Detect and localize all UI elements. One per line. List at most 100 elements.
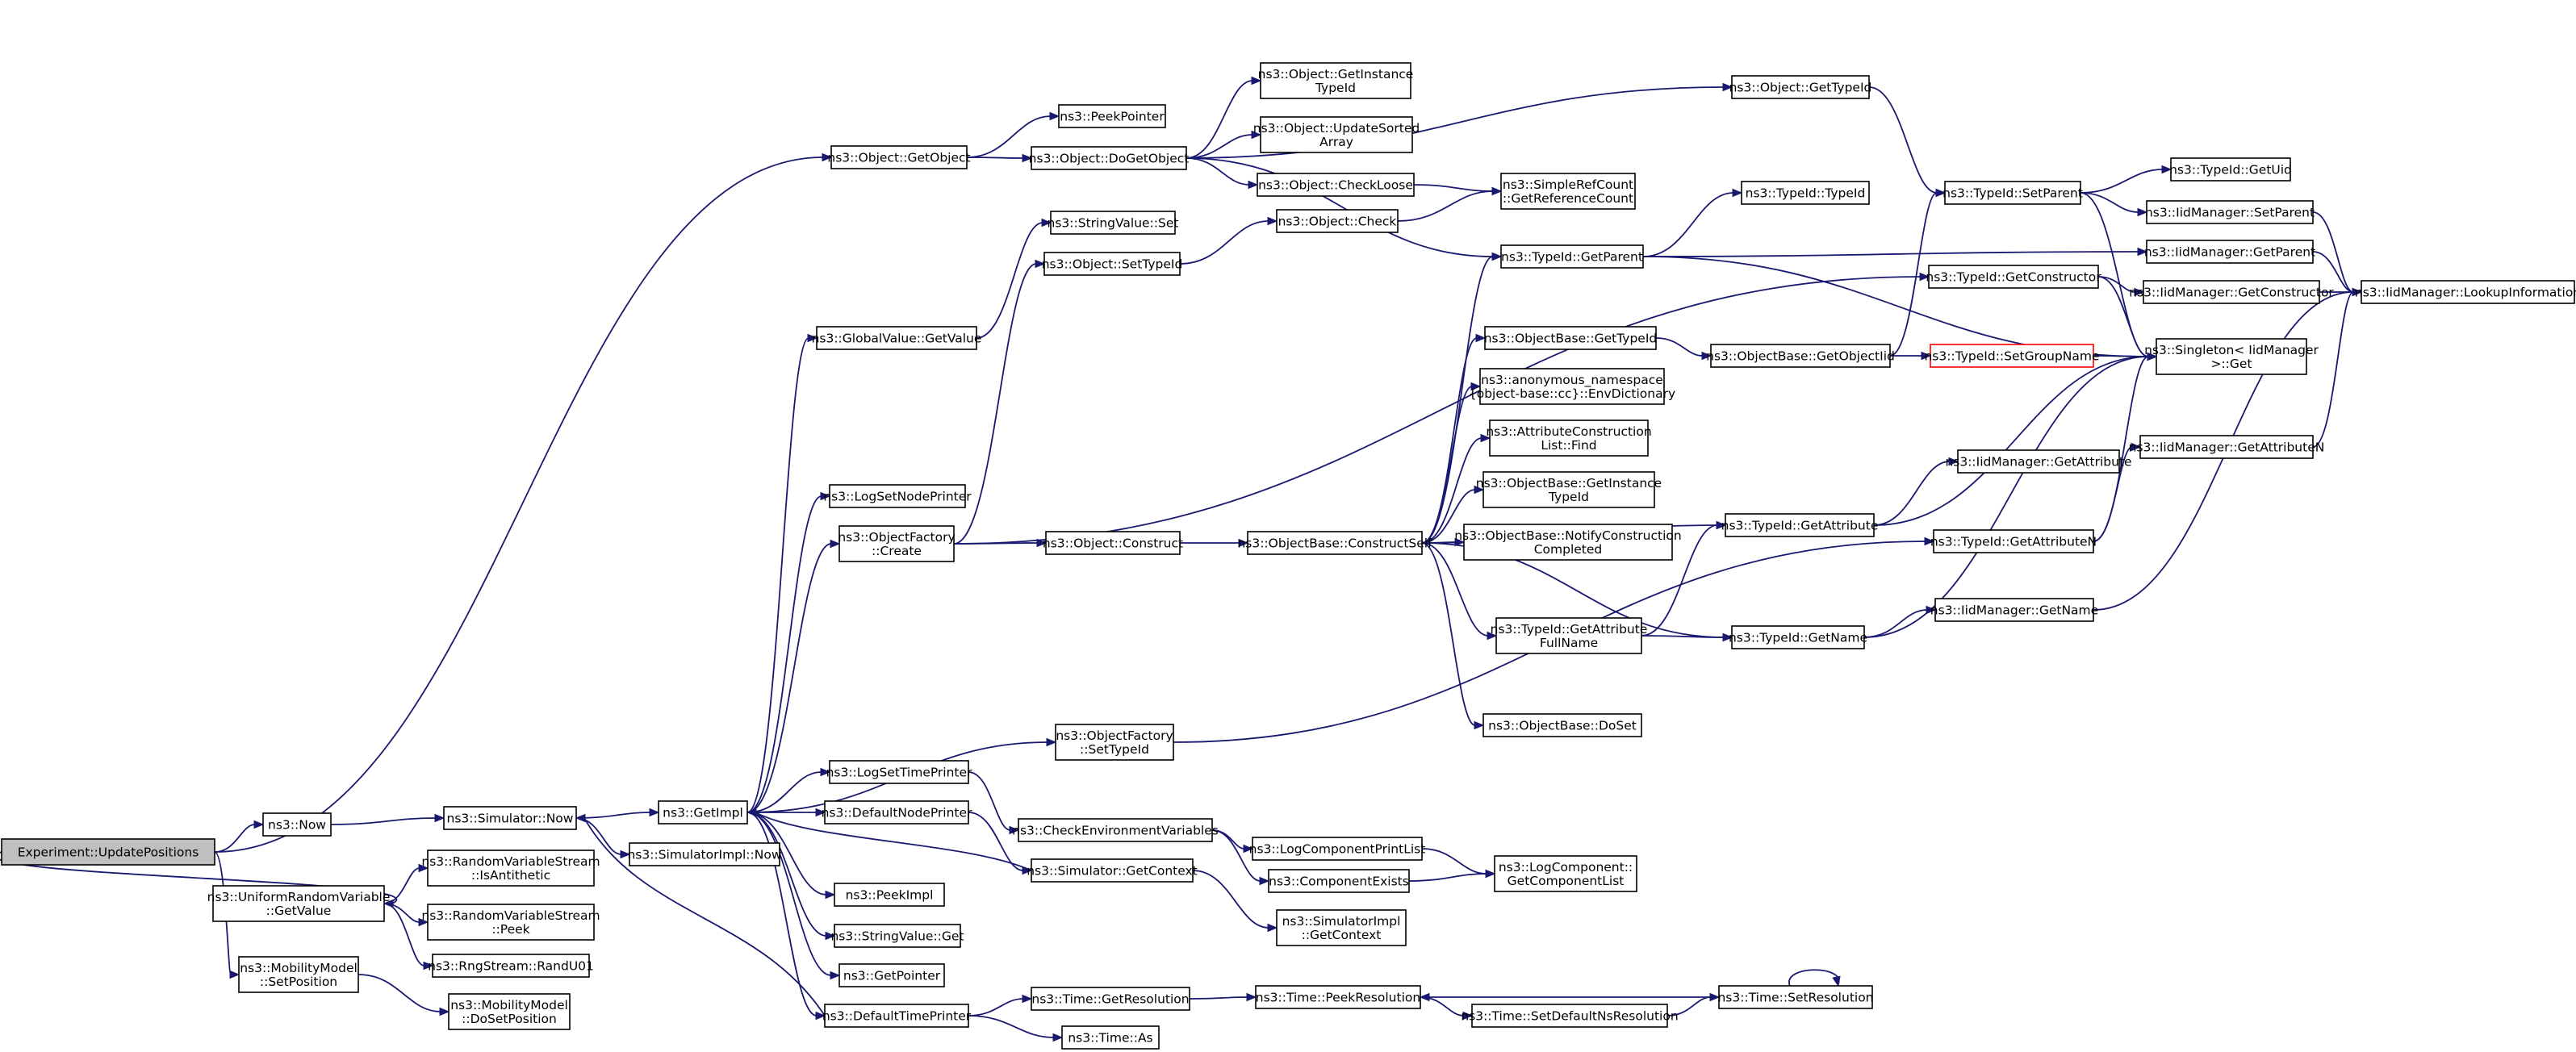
edge-arrowhead: [1251, 76, 1262, 86]
node-stringvalue_get[interactable]: ns3::StringValue::Get: [830, 924, 964, 948]
node-typeid_typeid[interactable]: ns3::TypeId::TypeId: [1741, 181, 1870, 205]
node-iid_getparent[interactable]: ns3::IidManager::GetParent: [2144, 240, 2315, 264]
node-object_settypeid[interactable]: ns3::Object::SetTypeId: [1042, 252, 1183, 276]
node-constructself[interactable]: ns3::ObjectBase::ConstructSelf: [1237, 531, 1432, 555]
node-randu01[interactable]: ns3::RngStream::RandU01: [428, 954, 594, 978]
node-logsettimeprinter[interactable]: ns3::LogSetTimePrinter: [826, 760, 972, 784]
edge-objectfactory_create-to-object_settypeid: [953, 259, 1046, 545]
node-object_gettypeid[interactable]: ns3::Object::GetTypeId: [1729, 75, 1872, 99]
edge-line: [1889, 192, 1938, 357]
node-notifyconstruction[interactable]: ns3::ObjectBase::NotifyConstructionCompl…: [1454, 524, 1682, 561]
node-label: ns3::Simulator::Now: [447, 812, 574, 826]
node-isantithetic[interactable]: ns3::RandomVariableStream::IsAntithetic: [421, 850, 600, 887]
edge-line: [383, 903, 420, 923]
edge-root-to-getobject: [214, 152, 833, 853]
node-typeid_getparent[interactable]: ns3::TypeId::GetParent: [1500, 244, 1644, 269]
edge-arrowhead: [830, 539, 841, 549]
node-label: ns3::IidManager::GetAttributeN: [2129, 440, 2325, 455]
node-rvs_peek[interactable]: ns3::RandomVariableStream::Peek: [421, 904, 600, 941]
node-typeid_getname[interactable]: ns3::TypeId::GetName: [1729, 625, 1867, 649]
node-label: ns3::IidManager::LookupInformation: [2355, 286, 2576, 300]
node-time_peekresolution[interactable]: ns3::Time::PeekResolution: [1255, 985, 1421, 1009]
node-logcomponentprintlist[interactable]: ns3::LogComponentPrintList: [1249, 837, 1426, 861]
edge-line: [968, 1015, 1055, 1038]
edge-line: [976, 222, 1043, 339]
node-label: ns3::TypeId::GetAttributeN: [1930, 535, 2097, 549]
node-iid_getconstructor[interactable]: ns3::IidManager::GetConstructor: [2129, 280, 2334, 304]
edge-iid_getattributen-to-iid_lookup: [2312, 287, 2363, 448]
node-objectfactory_create[interactable]: ns3::ObjectFactory::Create: [838, 525, 956, 562]
node-object_construct[interactable]: ns3::Object::Construct: [1043, 531, 1183, 555]
node-typeid_getuid[interactable]: ns3::TypeId::GetUid: [2169, 157, 2292, 182]
edge-arrowhead: [820, 491, 831, 501]
node-mobility_setposition[interactable]: ns3::MobilityModel::SetPosition: [238, 956, 359, 993]
edge-line: [214, 157, 824, 853]
node-typeid_setgroupname[interactable]: ns3::TypeId::SetGroupName: [1924, 344, 2100, 368]
node-getcomponentlist[interactable]: ns3::LogComponent::GetComponentList: [1494, 855, 1637, 892]
node-time_setresolution[interactable]: ns3::Time::SetResolution: [1717, 985, 1874, 1009]
node-typeid_getattribute[interactable]: ns3::TypeId::GetAttribute: [1721, 513, 1879, 537]
node-checkenvvars[interactable]: ns3::CheckEnvironmentVariables: [1012, 818, 1219, 842]
edge-arrowhead: [1049, 111, 1060, 121]
node-typeid_setparent[interactable]: ns3::TypeId::SetParent: [1942, 181, 2083, 205]
node-box: [1, 838, 215, 866]
node-simulatorimpl_getcontext[interactable]: ns3::SimulatorImpl::GetContext: [1276, 909, 1407, 946]
edge-arrowhead: [1052, 1033, 1064, 1042]
edge-arrowhead: [1022, 994, 1033, 1004]
node-componentexists[interactable]: ns3::ComponentExists: [1268, 869, 1410, 893]
node-objectbase_doset[interactable]: ns3::ObjectBase::DoSet: [1482, 713, 1642, 737]
node-ns3_now[interactable]: ns3::Now: [262, 812, 332, 837]
node-globalvalue_getvalue[interactable]: ns3::GlobalValue::GetValue: [812, 326, 982, 350]
node-simulatorimpl_now[interactable]: ns3::SimulatorImpl::Now: [627, 842, 782, 866]
node-simplerefcount[interactable]: ns3::SimpleRefCount::GetReferenceCount: [1500, 173, 1636, 210]
node-box: [2170, 157, 2291, 182]
edge-line: [1788, 969, 1840, 987]
node-box: [1268, 869, 1410, 893]
node-iid_getattribute[interactable]: ns3::IidManager::GetAttribute: [1945, 449, 2132, 474]
edge-arrowhead: [1474, 720, 1485, 730]
node-objectfactory_settypeid[interactable]: ns3::ObjectFactory::SetTypeId: [1055, 724, 1174, 761]
node-label: ns3::Object::GetInstance: [1258, 67, 1414, 81]
node-typeid_getattributen[interactable]: ns3::TypeId::GetAttributeN: [1930, 529, 2097, 553]
node-singleton_get[interactable]: ns3::Singleton< IidManager>::Get: [2144, 338, 2319, 375]
node-peekimpl[interactable]: ns3::PeekImpl: [834, 883, 945, 907]
node-logsetnodeprinter[interactable]: ns3::LogSetNodePrinter: [823, 484, 972, 508]
node-mobility_dosetposition[interactable]: ns3::MobilityModel::DoSetPosition: [448, 993, 571, 1030]
node-simulator_getcontext[interactable]: ns3::Simulator::GetContext: [1027, 858, 1198, 883]
node-object_check[interactable]: ns3::Object::Check: [1276, 209, 1399, 233]
node-checkloose[interactable]: ns3::Object::CheckLoose: [1257, 173, 1415, 197]
node-iid_getattributen[interactable]: ns3::IidManager::GetAttributeN: [2129, 435, 2325, 459]
edge-defaulttimeprinter-to-time_as: [968, 1015, 1064, 1042]
node-setdefaultnsresolution[interactable]: ns3::Time::SetDefaultNsResolution: [1461, 1004, 1679, 1028]
node-simulator_now[interactable]: ns3::Simulator::Now: [443, 806, 577, 830]
node-peekpointer[interactable]: ns3::PeekPointer: [1058, 104, 1166, 128]
edge-line: [1868, 86, 1938, 194]
node-getobject[interactable]: ns3::Object::GetObject: [827, 145, 971, 169]
node-iid_lookup[interactable]: ns3::IidManager::LookupInformation: [2355, 280, 2576, 304]
node-objectbase_gettypeid[interactable]: ns3::ObjectBase::GetTypeId: [1484, 326, 1658, 350]
node-iid_setparent[interactable]: ns3::IidManager::SetParent: [2145, 200, 2315, 224]
node-envdictionary[interactable]: ns3::anonymous_namespace{object-base::cc…: [1469, 368, 1675, 405]
node-typeid_getconstructor[interactable]: ns3::TypeId::GetConstructor: [1926, 265, 2101, 289]
node-stringvalue_set[interactable]: ns3::StringValue::Set: [1048, 211, 1179, 235]
node-time_getresolution[interactable]: ns3::Time::GetResolution: [1031, 987, 1190, 1011]
node-box: [2146, 200, 2314, 224]
node-iid_getname[interactable]: ns3::IidManager::GetName: [1930, 598, 2098, 622]
node-dogetobject[interactable]: ns3::Object::DoGetObject: [1029, 146, 1190, 170]
node-getimpl[interactable]: ns3::GetImpl: [658, 800, 748, 824]
node-objectbase_getobjectiid[interactable]: ns3::ObjectBase::GetObjectIid: [1706, 344, 1895, 368]
edge-dogetobject-to-object_gettypeid: [1186, 82, 1733, 159]
node-time_as[interactable]: ns3::Time::As: [1061, 1025, 1160, 1050]
edge-getimpl-to-globalvalue_getvalue: [746, 333, 818, 813]
node-box: [427, 904, 595, 941]
node-root[interactable]: Experiment::UpdatePositions: [1, 838, 215, 866]
node-defaultnodeprinter[interactable]: ns3::DefaultNodePrinter: [822, 800, 972, 824]
node-urv_getvalue[interactable]: ns3::UniformRandomVariable::GetValue: [207, 885, 391, 922]
node-defaulttimeprinter[interactable]: ns3::DefaultTimePrinter: [822, 1004, 972, 1028]
node-getpointer[interactable]: ns3::GetPointer: [838, 963, 945, 987]
